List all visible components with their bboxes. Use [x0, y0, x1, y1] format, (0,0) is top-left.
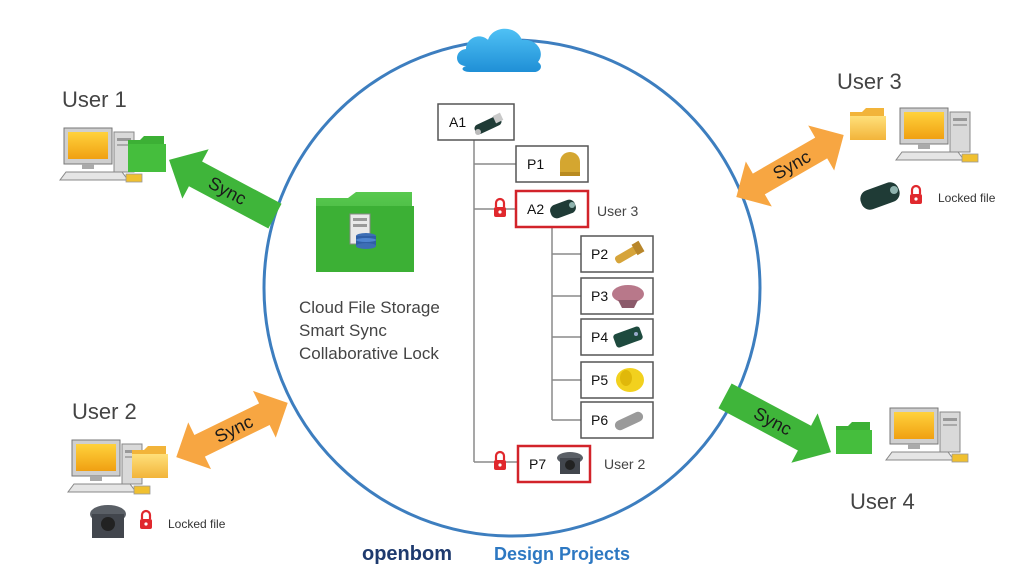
- lock-icon: [908, 184, 924, 206]
- tree-node-p6[interactable]: P6: [580, 401, 654, 439]
- cloud-icon: [457, 28, 541, 73]
- tree-connectors: [473, 140, 581, 463]
- lock-icon: [492, 197, 508, 219]
- p7-owner-label: User 2: [604, 456, 645, 472]
- tree-node-p5[interactable]: P5: [580, 361, 654, 399]
- computer-icon: [885, 407, 969, 463]
- a2-owner-label: User 3: [597, 203, 638, 219]
- node-label: P6: [591, 412, 608, 428]
- folder-icon: [836, 422, 872, 454]
- feature-cloud-storage: Cloud File Storage: [299, 298, 440, 317]
- folder-icon: [128, 136, 166, 172]
- part-icon: [614, 240, 645, 264]
- node-label: P7: [529, 456, 546, 472]
- tree-node-p4[interactable]: P4: [580, 318, 654, 356]
- user2-label: User 2: [72, 399, 137, 424]
- locked-file-label: Locked file: [168, 517, 226, 531]
- part-icon: [616, 368, 644, 392]
- tree-node-p3[interactable]: P3: [580, 277, 654, 315]
- sync-arrow-user4: Sync: [718, 383, 831, 463]
- lock-icon: [138, 509, 154, 531]
- sync-arrow-user2: Sync: [176, 390, 288, 470]
- user3-label: User 3: [837, 69, 902, 94]
- user1-label: User 1: [62, 87, 127, 112]
- folder-icon: [132, 446, 168, 478]
- node-label: P4: [591, 329, 608, 345]
- part-icon: [550, 199, 576, 219]
- database-server-icon: [349, 213, 376, 249]
- sync-arrow-user3: Sync: [736, 125, 844, 207]
- node-label: A2: [527, 201, 544, 217]
- brand-logo: openbom: [362, 543, 452, 565]
- lock-icon: [492, 450, 508, 472]
- part-icon: [613, 326, 643, 348]
- tree-node-p1[interactable]: P1: [515, 145, 589, 183]
- locked-file-label: Locked file: [938, 191, 996, 205]
- tree-node-p7[interactable]: P7: [516, 444, 592, 484]
- tree-node-p2[interactable]: P2: [580, 235, 654, 273]
- part-icon: [557, 452, 583, 474]
- sync-arrow-user1: Sync: [169, 149, 282, 229]
- folder-icon: [850, 108, 886, 140]
- part-icon: [860, 182, 900, 210]
- node-label: P5: [591, 372, 608, 388]
- part-icon: [90, 505, 126, 538]
- part-icon: [560, 152, 580, 176]
- part-icon: [474, 112, 504, 135]
- feature-collaborative-lock: Collaborative Lock: [299, 344, 439, 363]
- node-label: P1: [527, 156, 544, 172]
- tree-node-a1[interactable]: A1: [437, 103, 515, 141]
- computer-icon: [895, 107, 979, 163]
- node-label: P3: [591, 288, 608, 304]
- feature-smart-sync: Smart Sync: [299, 321, 387, 340]
- node-label: A1: [449, 114, 466, 130]
- part-icon: [612, 285, 644, 308]
- folder-icon: [316, 192, 414, 272]
- part-icon: [614, 411, 644, 431]
- user4-label: User 4: [850, 489, 915, 514]
- brand-product: Design Projects: [494, 544, 630, 564]
- tree-node-a2[interactable]: A2: [514, 189, 590, 229]
- brand-footer: openbom Design Projects: [362, 543, 630, 565]
- node-label: P2: [591, 246, 608, 262]
